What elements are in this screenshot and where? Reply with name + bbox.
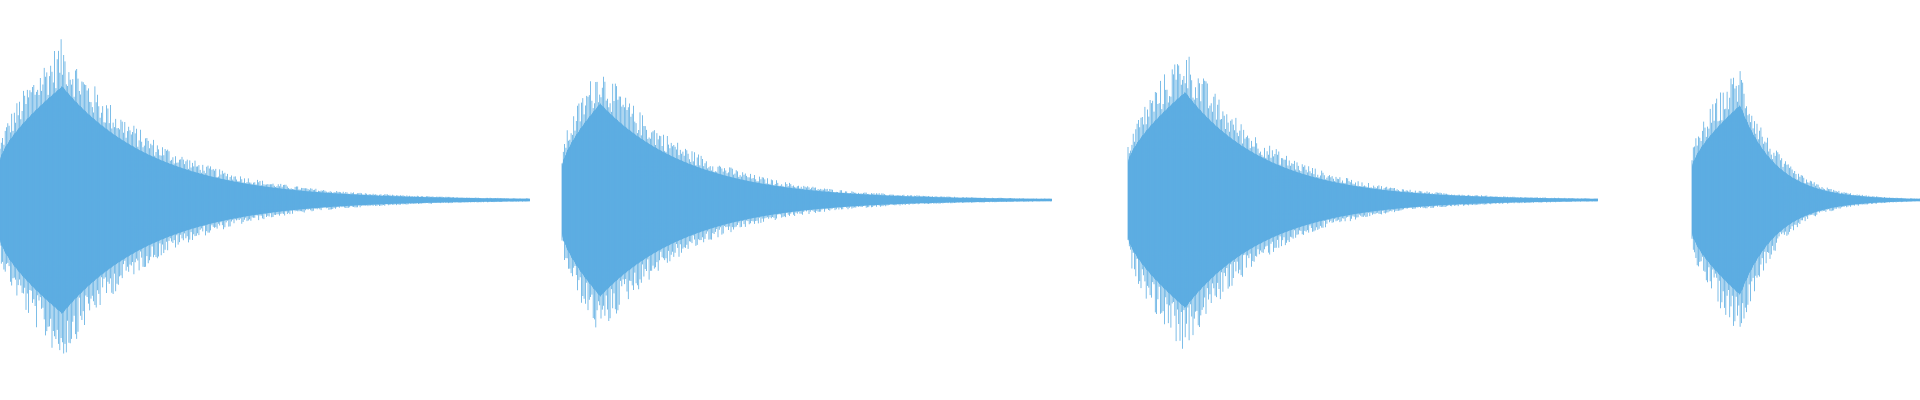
- waveform-note-2: [561, 76, 1052, 328]
- waveform-note-3: [1127, 56, 1598, 349]
- waveform-note-4: [1691, 71, 1920, 327]
- waveform-note-1: [0, 39, 530, 354]
